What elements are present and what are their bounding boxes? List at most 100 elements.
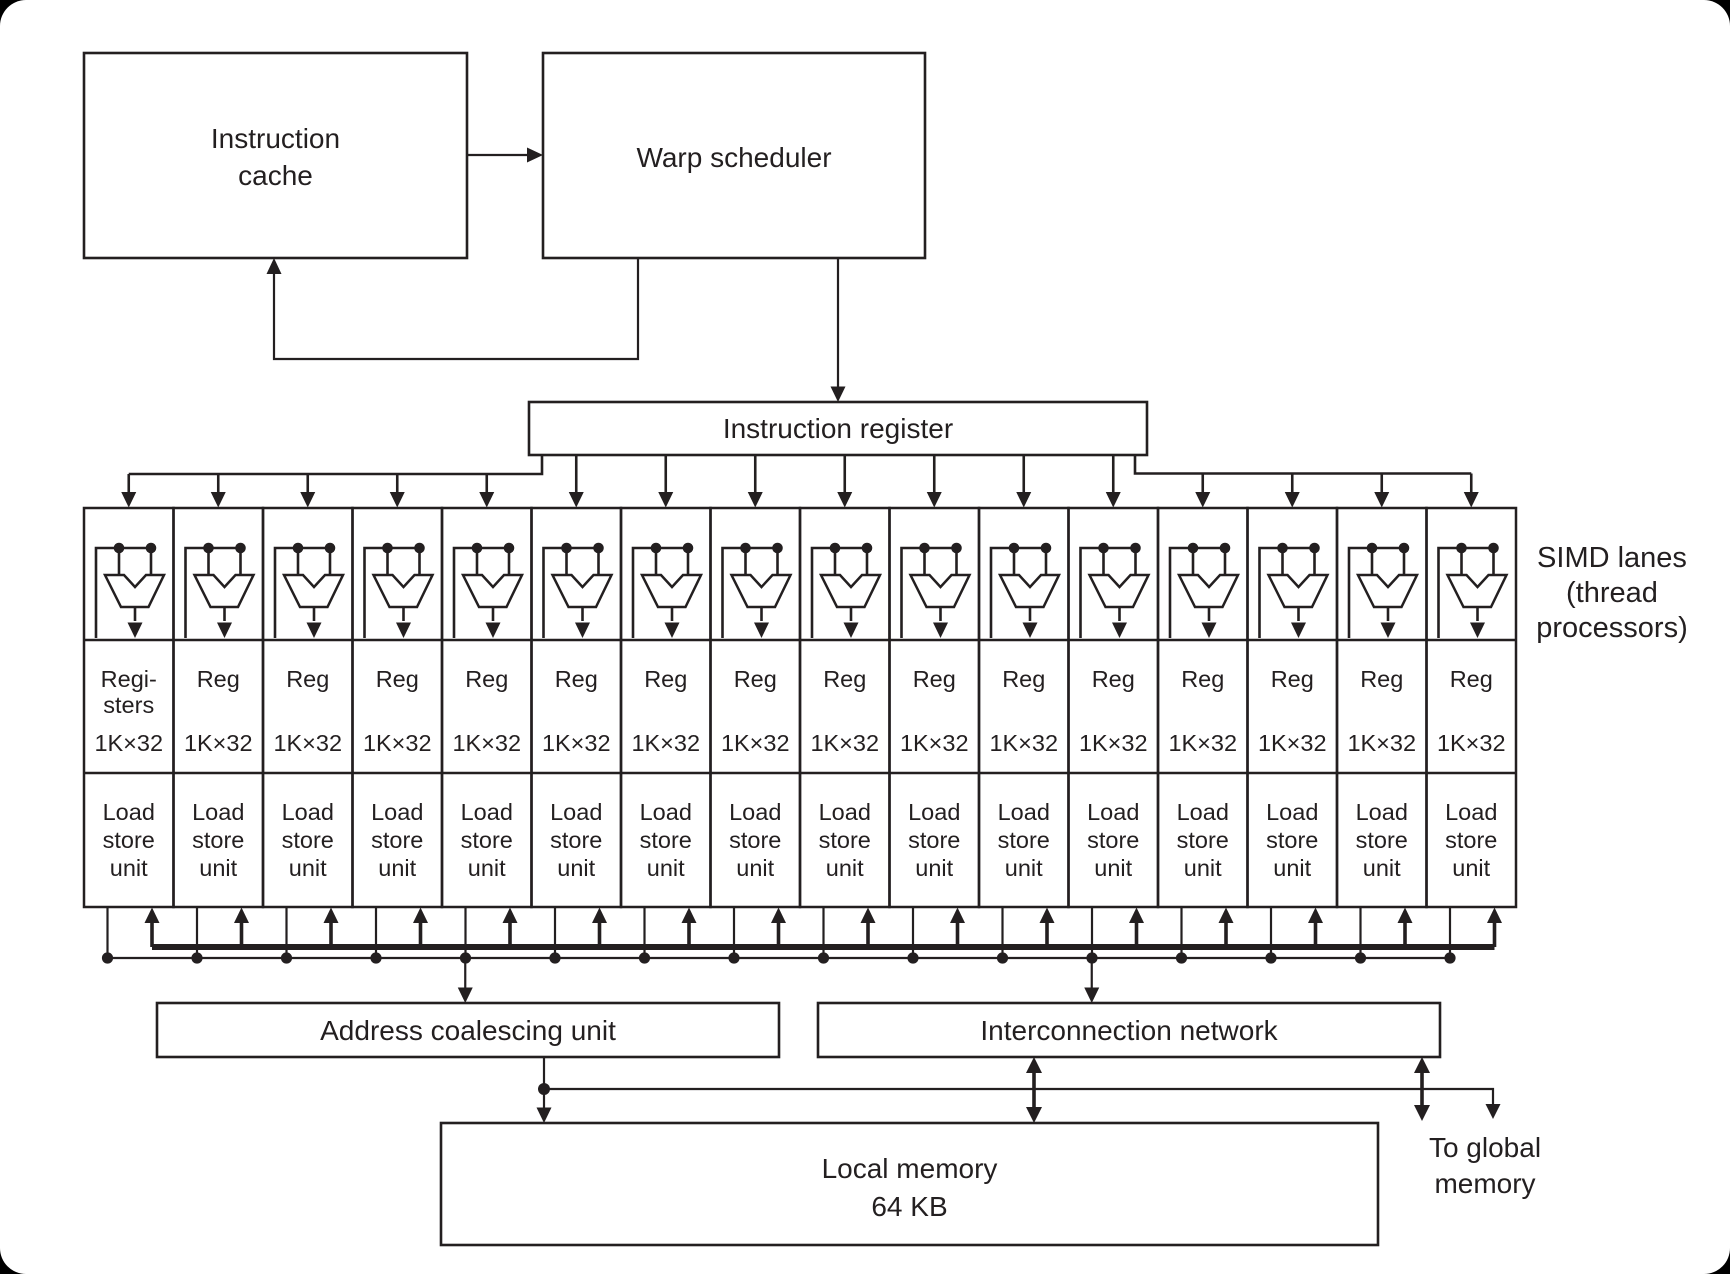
- load-store-label: store: [461, 827, 513, 853]
- to-global-memory-line1: To global: [1429, 1132, 1541, 1163]
- load-store-label: unit: [1363, 855, 1401, 881]
- interconnection-network-label: Interconnection network: [980, 1015, 1278, 1046]
- load-store-label: Load: [908, 799, 960, 825]
- warp-scheduler-box: Warp scheduler: [543, 53, 925, 258]
- load-store-label: unit: [1273, 855, 1311, 881]
- register-label: Reg: [734, 666, 777, 692]
- simd-lanes-caption-line2: (thread: [1566, 577, 1658, 609]
- simd-lanes-caption-line1: SIMD lanes: [1537, 542, 1687, 574]
- load-store-label: store: [1087, 827, 1139, 853]
- register-label: Reg: [465, 666, 508, 692]
- register-label: Reg: [1181, 666, 1224, 692]
- load-store-label: store: [1356, 827, 1408, 853]
- register-label: Reg: [644, 666, 687, 692]
- load-store-label: unit: [1094, 855, 1132, 881]
- register-capacity-label: 1K×32: [721, 730, 790, 756]
- load-store-label: store: [103, 827, 155, 853]
- register-label: Reg: [1271, 666, 1314, 692]
- interconnection-network-box: Interconnection network: [818, 1003, 1440, 1057]
- local-memory-box: Local memory 64 KB: [441, 1123, 1378, 1245]
- load-store-label: store: [640, 827, 692, 853]
- load-store-label: Load: [729, 799, 781, 825]
- register-capacity-label: 1K×32: [900, 730, 969, 756]
- register-label: Reg: [197, 666, 240, 692]
- to-global-memory-line2: memory: [1434, 1168, 1535, 1199]
- load-store-label: store: [819, 827, 871, 853]
- register-label: Reg: [823, 666, 866, 692]
- load-store-label: store: [1177, 827, 1229, 853]
- load-store-label: store: [192, 827, 244, 853]
- warp-scheduler-label: Warp scheduler: [636, 142, 831, 173]
- load-store-label: Load: [461, 799, 513, 825]
- register-capacity-label: 1K×32: [94, 730, 163, 756]
- load-store-label: store: [998, 827, 1050, 853]
- register-capacity-label: 1K×32: [363, 730, 432, 756]
- load-store-label: unit: [468, 855, 506, 881]
- register-capacity-label: 1K×32: [631, 730, 700, 756]
- load-store-label: store: [1445, 827, 1497, 853]
- register-label: Reg: [376, 666, 419, 692]
- load-store-label: unit: [826, 855, 864, 881]
- instruction-cache-label-line2: cache: [238, 160, 313, 191]
- register-capacity-label: 1K×32: [810, 730, 879, 756]
- load-store-label: Load: [1266, 799, 1318, 825]
- register-label: Reg: [913, 666, 956, 692]
- load-store-label: Load: [371, 799, 423, 825]
- load-store-label: Load: [103, 799, 155, 825]
- load-store-label: unit: [1184, 855, 1222, 881]
- register-capacity-label: 1K×32: [542, 730, 611, 756]
- instruction-register-box: Instruction register: [529, 402, 1147, 455]
- load-store-label: Load: [1177, 799, 1229, 825]
- load-store-label: store: [282, 827, 334, 853]
- register-label: sters: [103, 692, 154, 718]
- load-store-label: Load: [282, 799, 334, 825]
- register-label: Reg: [1360, 666, 1403, 692]
- register-label: Reg: [1092, 666, 1135, 692]
- load-store-label: Load: [1445, 799, 1497, 825]
- register-label: Reg: [555, 666, 598, 692]
- instruction-register-label: Instruction register: [723, 413, 953, 444]
- load-store-label: Load: [640, 799, 692, 825]
- address-coalescing-label: Address coalescing unit: [320, 1015, 616, 1046]
- load-store-label: unit: [1005, 855, 1043, 881]
- load-store-label: store: [550, 827, 602, 853]
- load-store-label: Load: [192, 799, 244, 825]
- instruction-cache-label-line1: Instruction: [211, 123, 340, 154]
- load-store-label: Load: [1087, 799, 1139, 825]
- register-label: Reg: [1450, 666, 1493, 692]
- register-label: Reg: [286, 666, 329, 692]
- register-capacity-label: 1K×32: [273, 730, 342, 756]
- register-capacity-label: 1K×32: [1079, 730, 1148, 756]
- register-capacity-label: 1K×32: [1347, 730, 1416, 756]
- simd-lanes-caption-line3: processors): [1536, 612, 1688, 644]
- register-capacity-label: 1K×32: [1437, 730, 1506, 756]
- load-store-label: unit: [915, 855, 953, 881]
- register-label: Reg: [1002, 666, 1045, 692]
- register-capacity-label: 1K×32: [989, 730, 1058, 756]
- load-store-label: store: [908, 827, 960, 853]
- load-store-label: store: [729, 827, 781, 853]
- load-store-label: Load: [1356, 799, 1408, 825]
- load-store-label: unit: [199, 855, 237, 881]
- load-store-label: Load: [998, 799, 1050, 825]
- load-store-label: unit: [378, 855, 416, 881]
- instruction-cache-box: Instruction cache: [84, 53, 467, 258]
- load-store-label: unit: [1452, 855, 1490, 881]
- load-store-label: store: [1266, 827, 1318, 853]
- register-capacity-label: 1K×32: [1258, 730, 1327, 756]
- address-coalescing-box: Address coalescing unit: [157, 1003, 779, 1057]
- load-store-label: unit: [647, 855, 685, 881]
- register-capacity-label: 1K×32: [452, 730, 521, 756]
- load-store-label: unit: [736, 855, 774, 881]
- load-store-label: unit: [557, 855, 595, 881]
- load-store-label: unit: [110, 855, 148, 881]
- register-capacity-label: 1K×32: [184, 730, 253, 756]
- local-memory-label-line1: Local memory: [822, 1153, 998, 1184]
- load-store-label: unit: [289, 855, 327, 881]
- local-memory-label-line2: 64 KB: [871, 1191, 947, 1222]
- register-capacity-label: 1K×32: [1168, 730, 1237, 756]
- load-store-label: Load: [550, 799, 602, 825]
- register-label: Regi-: [101, 666, 157, 692]
